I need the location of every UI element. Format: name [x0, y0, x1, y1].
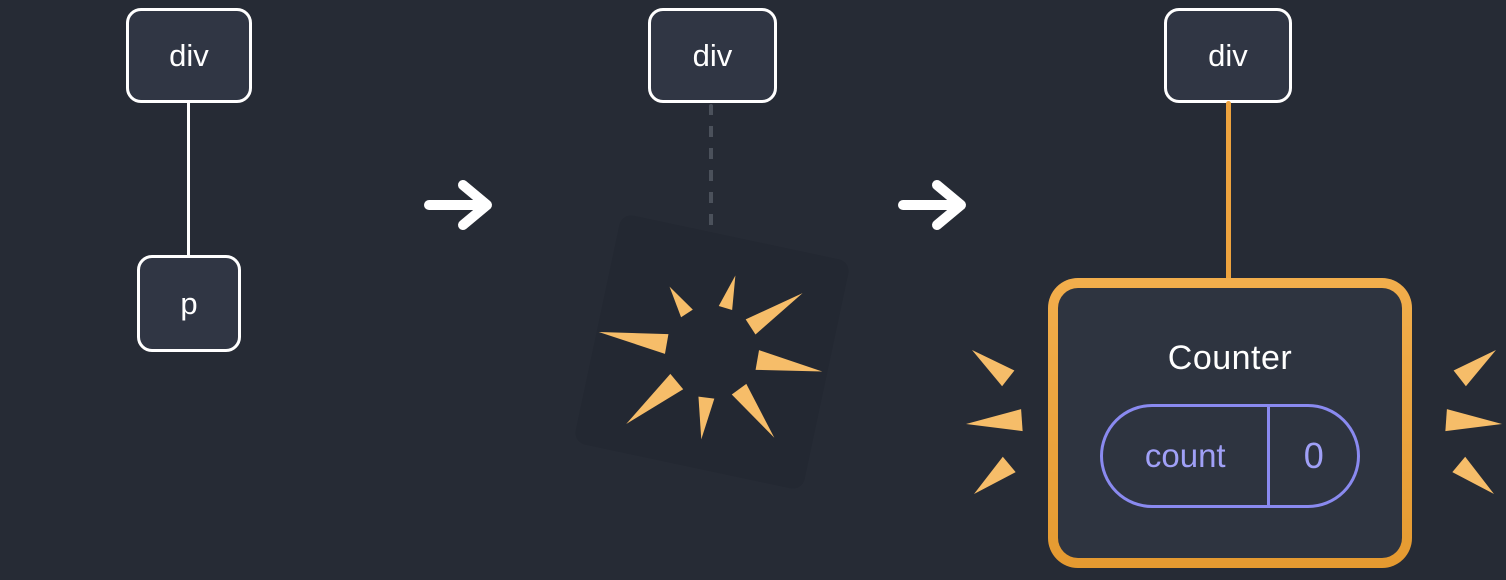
node-label: div — [1208, 37, 1248, 73]
counter-card: Counter count 0 — [1048, 278, 1412, 568]
dom-node-div-stage3: div — [1164, 8, 1292, 103]
dom-node-div-stage2: div — [648, 8, 777, 103]
counter-title: Counter — [1167, 338, 1293, 377]
state-value-label: 0 — [1303, 434, 1324, 476]
dom-node-div-stage1: div — [126, 8, 252, 103]
tree-edge — [187, 100, 190, 258]
poof-burst-icon — [598, 275, 823, 440]
node-label: div — [169, 37, 209, 73]
arrow-right-icon — [424, 180, 492, 230]
state-name-label: count — [1103, 406, 1271, 505]
orange-tree-edge — [1226, 101, 1231, 281]
arrow-right-icon — [898, 180, 966, 230]
node-label: p — [180, 285, 198, 321]
dashed-tree-edge — [709, 104, 713, 240]
poof-square — [573, 213, 851, 491]
sparks-right-icon — [1445, 350, 1502, 494]
node-label: div — [692, 37, 733, 73]
dom-node-p-stage1: p — [137, 255, 241, 352]
counter-card-body: Counter count 0 — [1058, 288, 1402, 558]
sparks-left-icon — [966, 350, 1023, 494]
state-pill: count 0 — [1100, 403, 1360, 508]
